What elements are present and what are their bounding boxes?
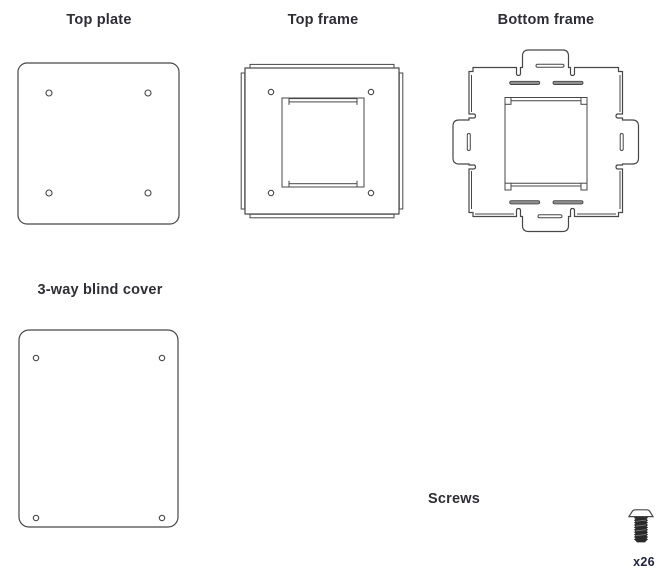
screw-hole	[144, 89, 152, 97]
blind-cover-drawing	[18, 329, 179, 528]
corner-hook	[580, 97, 588, 105]
edge-hem-lines	[471, 75, 621, 215]
inner-ledge-top	[288, 98, 358, 103]
screw-head	[627, 509, 655, 518]
flange-right	[398, 72, 404, 210]
corner-hook	[504, 182, 512, 191]
bottom-frame-outline	[452, 49, 640, 233]
tab-slot-left	[466, 133, 471, 151]
corner-hook	[580, 182, 588, 191]
screw-hole	[144, 189, 152, 197]
inner-opening	[504, 97, 588, 187]
tab-slot-top	[535, 63, 565, 68]
blind-cover-label: 3-way blind cover	[37, 282, 163, 298]
screw-threads	[635, 519, 647, 537]
top-frame-label: Top frame	[287, 12, 359, 28]
screw-hole	[45, 89, 53, 97]
ledge-hooks	[288, 180, 358, 184]
screw-icon	[627, 509, 655, 543]
flange-left	[240, 72, 246, 210]
screw-hole	[267, 189, 275, 197]
slot	[509, 200, 541, 205]
bottom-frame-label: Bottom frame	[497, 12, 595, 28]
slot	[552, 200, 584, 205]
top-plate-outline	[17, 62, 180, 225]
corner-hook	[504, 97, 512, 105]
flange-bottom	[249, 213, 395, 219]
inner-ledge-lines	[511, 100, 581, 184]
top-frame-drawing	[240, 63, 404, 219]
slot	[552, 80, 584, 85]
tab-slot-right	[619, 133, 624, 151]
blind-cover-outline	[18, 329, 179, 528]
bottom-frame-drawing	[452, 49, 640, 233]
top-plate-label: Top plate	[66, 12, 132, 28]
screws-label: Screws	[428, 491, 480, 507]
ledge-hooks	[288, 101, 358, 105]
tab-slot-bottom	[537, 214, 563, 219]
slot	[509, 80, 541, 85]
screw-shaft	[633, 516, 649, 543]
screw-hole	[32, 354, 40, 362]
screw-hole	[158, 514, 166, 522]
screw-hole	[367, 189, 375, 197]
top-plate-drawing	[17, 62, 180, 225]
inner-ledge-bottom	[288, 183, 358, 188]
screw-hole	[45, 189, 53, 197]
screw-hole	[367, 88, 375, 96]
screw-count-label: x26	[633, 555, 655, 569]
screw-hole	[267, 88, 275, 96]
screw-hole	[158, 354, 166, 362]
screw-hole	[32, 514, 40, 522]
